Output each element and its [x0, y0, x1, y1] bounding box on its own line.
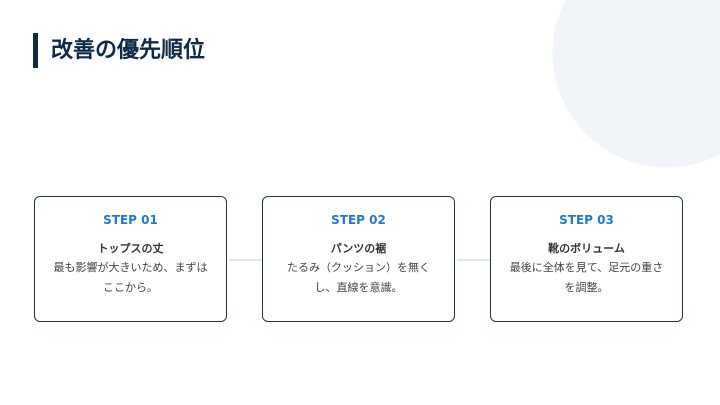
- decorative-circle: [552, 0, 720, 168]
- title-accent-bar: [33, 33, 38, 68]
- step-description: たるみ（クッション）を無くし、直線を意識。: [287, 261, 430, 294]
- step-description: 最後に全体を見て、足元の重さを調整。: [509, 261, 664, 294]
- connector-line: [229, 259, 263, 261]
- step-card-2: STEP 02 パンツの裾 たるみ（クッション）を無くし、直線を意識。: [262, 196, 455, 322]
- step-label: STEP 03: [559, 213, 614, 227]
- step-card-1: STEP 01 トップスの丈 最も影響が大きいため、まずはここから。: [34, 196, 227, 322]
- step-description: 最も影響が大きいため、まずはここから。: [53, 261, 208, 294]
- step-heading: パンツの裾: [330, 242, 387, 255]
- connector-line: [457, 259, 491, 261]
- step-heading: 靴のボリューム: [548, 242, 625, 255]
- step-card-3: STEP 03 靴のボリューム 最後に全体を見て、足元の重さを調整。: [490, 196, 683, 322]
- page-title: 改善の優先順位: [51, 38, 206, 63]
- step-label: STEP 01: [103, 213, 158, 227]
- step-heading: トップスの丈: [97, 242, 164, 255]
- step-label: STEP 02: [331, 213, 386, 227]
